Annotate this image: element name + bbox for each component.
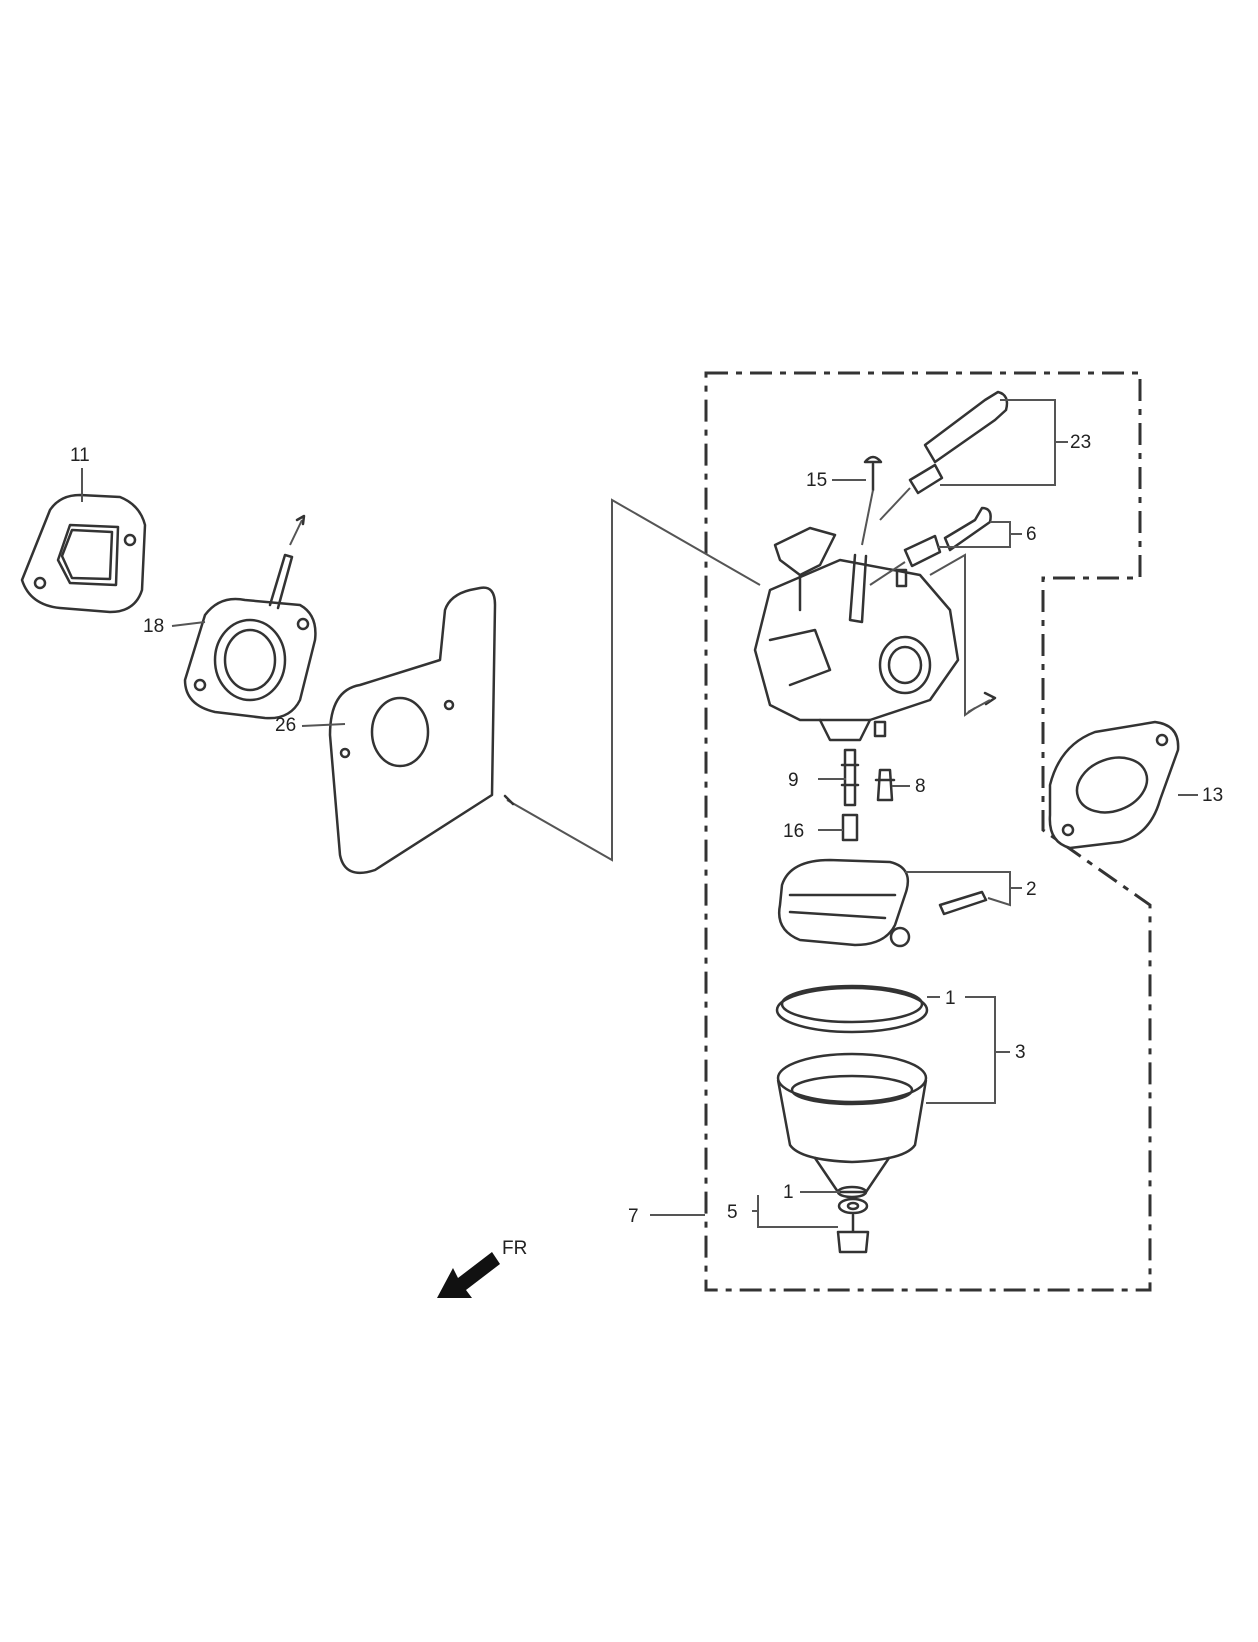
callout-11: 11 xyxy=(70,445,90,466)
bolt-part-5 xyxy=(836,1213,870,1254)
pilot-screw-part-23 xyxy=(879,390,1009,521)
plate-part-26 xyxy=(328,586,497,875)
callout-16: 16 xyxy=(783,821,804,842)
direction-label: FR xyxy=(502,1238,527,1259)
callout-8: 8 xyxy=(915,776,926,797)
insulator-part-18 xyxy=(183,514,317,720)
front-direction-arrow-icon xyxy=(437,1252,500,1298)
jet-part-8 xyxy=(874,768,896,802)
callout-2: 2 xyxy=(1026,879,1037,900)
callout-6: 6 xyxy=(1026,524,1037,545)
oring-part-1-top xyxy=(775,984,929,1034)
callout-3: 3 xyxy=(1015,1042,1026,1063)
callout-9: 9 xyxy=(788,770,799,791)
callout-13: 13 xyxy=(1202,785,1223,806)
callout-5: 5 xyxy=(727,1202,738,1223)
callout-7: 7 xyxy=(628,1206,639,1227)
washer-part-1-bottom xyxy=(837,1197,869,1215)
float-part-2 xyxy=(777,858,988,948)
callout-26: 26 xyxy=(275,715,296,736)
callout-1-bottom: 1 xyxy=(783,1182,794,1203)
callout-15: 15 xyxy=(806,470,827,491)
assembly-boundary xyxy=(704,371,1152,1292)
screw-part-15 xyxy=(861,455,883,546)
callout-23: 23 xyxy=(1070,432,1091,453)
carburetor-body xyxy=(753,526,960,742)
jet-part-16 xyxy=(841,813,859,842)
callout-1-top: 1 xyxy=(945,988,956,1009)
nozzle-part-9 xyxy=(840,748,860,807)
callout-18: 18 xyxy=(143,616,164,637)
plate-leader xyxy=(506,498,761,862)
gasket-part-13 xyxy=(1048,720,1180,850)
float-chamber-part-3 xyxy=(776,1052,928,1199)
leader-lines xyxy=(81,399,1198,1228)
gasket-part-11 xyxy=(20,493,147,614)
